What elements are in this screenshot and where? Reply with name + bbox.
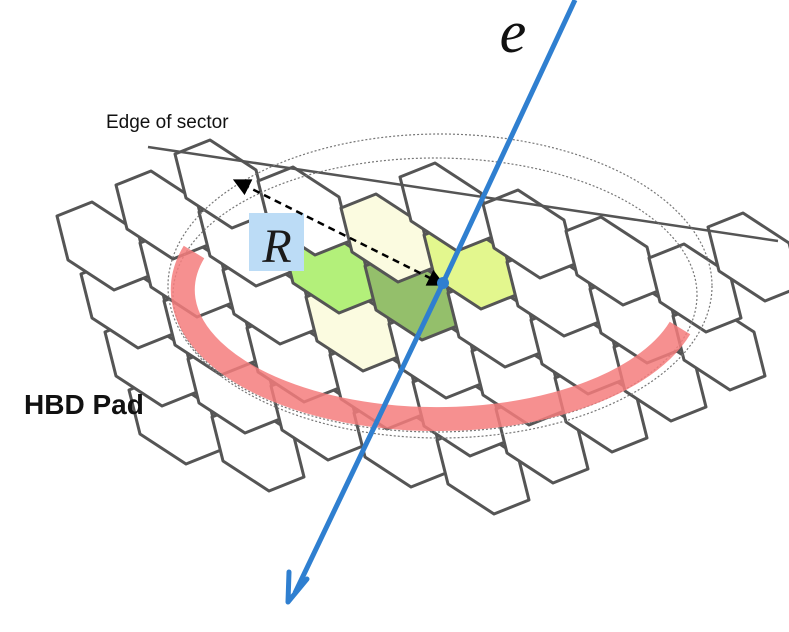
outer-guide-ellipse xyxy=(167,133,713,439)
radius-dimension-arrow xyxy=(232,179,446,286)
track-arrowhead-icon xyxy=(285,569,310,605)
pad-cell xyxy=(706,211,789,303)
detection-ring-arc xyxy=(170,245,691,432)
hbd-pad-label: HBD Pad xyxy=(24,389,144,420)
particle-label: e xyxy=(500,0,527,65)
radius-label: R xyxy=(261,220,291,273)
pad-cell xyxy=(647,242,743,334)
sector-edge-label: Edge of sector xyxy=(106,112,229,133)
sector-edge-line xyxy=(147,145,779,243)
particle-track-incoming xyxy=(440,0,578,285)
particle-track-outgoing xyxy=(292,281,446,595)
impact-point xyxy=(437,277,449,289)
